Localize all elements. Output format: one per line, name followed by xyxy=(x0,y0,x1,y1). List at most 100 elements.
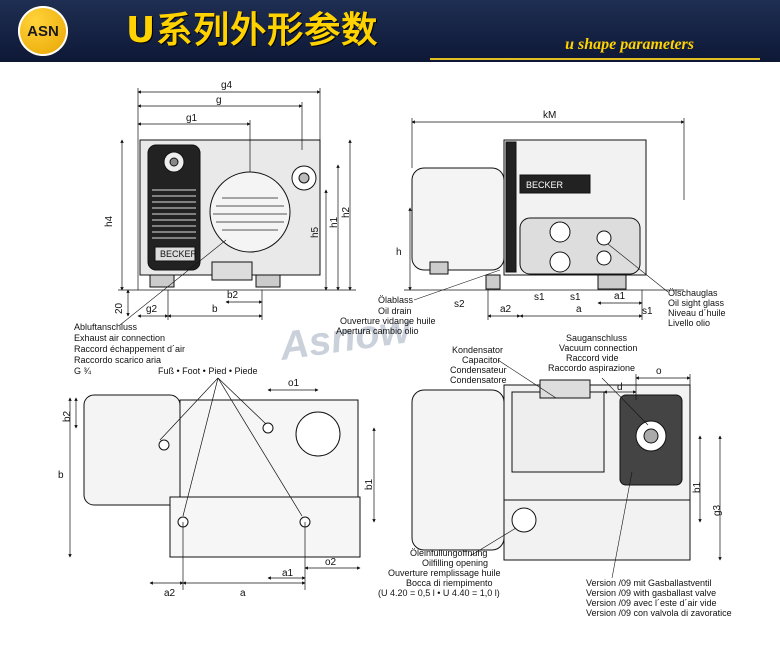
page-title: U系列外形参数 xyxy=(126,10,379,51)
dim-b-bottom: b xyxy=(58,470,64,481)
technical-drawing: Asnow BECKER xyxy=(58,80,732,618)
dim-h1: h1 xyxy=(329,216,340,228)
dim-kM: kM xyxy=(543,110,556,121)
capacitor-de: Kondensator xyxy=(452,345,503,355)
side-brand-band xyxy=(519,174,591,194)
oil-fill-leader xyxy=(469,527,517,557)
fan-grille xyxy=(213,197,287,231)
dim-b1-top: b1 xyxy=(692,481,703,493)
exhaust-label-de: Abluftanschluss xyxy=(74,322,138,332)
front-view: BECKER xyxy=(139,139,321,288)
asn-logo: ASN xyxy=(18,6,68,56)
terminal-cover xyxy=(539,379,591,399)
oil-fill-fr: Ouverture remplissage huile xyxy=(388,568,501,578)
front-view-dimensions xyxy=(118,88,356,320)
side-oil-housing xyxy=(519,217,641,275)
dim-a: a xyxy=(576,304,582,315)
side-view-dimensions xyxy=(404,118,685,320)
dim-b1-bottom: b1 xyxy=(364,478,375,490)
gasballast-it: Version /09 con valvola di zavoratice xyxy=(586,608,732,618)
bottom-pump-lower xyxy=(169,496,361,558)
exhaust-label-en: Exhaust air connection xyxy=(74,333,165,343)
dim-o: o xyxy=(656,366,662,377)
gasballast-de: Version /09 mit Gasballastventil xyxy=(586,578,712,588)
vacuum-fr: Raccord vide xyxy=(566,353,619,363)
side-end-strip xyxy=(505,141,517,273)
oil-sight-de: Ölschauglas xyxy=(668,288,718,298)
top-view-dimensions xyxy=(603,374,722,561)
top-motor xyxy=(411,389,505,551)
dim-s1-mid: s1 xyxy=(570,292,581,303)
capacitor-en: Capacitor xyxy=(462,355,501,365)
oil-drain-leader xyxy=(413,269,501,301)
front-foot-right xyxy=(255,274,281,288)
oil-fill-it: Bocca di riempimento xyxy=(406,578,493,588)
dim-s2: s2 xyxy=(454,299,465,310)
oil-fill-volume: (U 4.20 = 0,5 l • U 4.40 = 1,0 l) xyxy=(378,588,500,598)
capacitor-leader xyxy=(497,359,557,399)
foot-hole-1 xyxy=(158,439,170,451)
oil-drain-en: Oil drain xyxy=(378,306,412,316)
front-foot-left xyxy=(149,274,175,288)
front-oil-cap-center xyxy=(169,157,179,167)
dim-b2-bottom: b2 xyxy=(62,410,73,422)
exhaust-label-thread: G ¾ xyxy=(74,366,92,376)
vacuum-de: Sauganschluss xyxy=(566,333,628,343)
oil-drain-fr: Ouverture vidange huile xyxy=(340,316,436,326)
dim-d: d xyxy=(617,382,623,393)
dim-s1-right: s1 xyxy=(642,306,653,317)
dim-h5: h5 xyxy=(310,226,321,238)
dim-h: h xyxy=(396,247,402,258)
bottom-view xyxy=(83,394,361,558)
oil-sight-leader xyxy=(607,243,669,293)
oil-fill-en: Oilfilling opening xyxy=(422,558,488,568)
bottom-port xyxy=(295,411,341,457)
dim-a1-bottom: a1 xyxy=(282,568,294,579)
top-view xyxy=(411,379,691,561)
oil-fill-port xyxy=(511,507,537,533)
oil-drain-it: Apertura cambio olio xyxy=(336,326,419,336)
front-terminal-box xyxy=(211,261,253,281)
dim-a1: a1 xyxy=(614,291,626,302)
side-brand-label: BECKER xyxy=(526,180,564,190)
header-banner: ASN U系列外形参数 u shape parameters xyxy=(0,0,780,62)
dim-o2: o2 xyxy=(325,557,337,568)
header-underline xyxy=(430,58,760,60)
dim-20: 20 xyxy=(114,302,125,314)
side-oil-plug-top xyxy=(549,221,571,243)
foot-label: Fuß • Foot • Pied • Piede xyxy=(158,366,258,376)
logo-text: ASN xyxy=(27,22,59,40)
vacuum-leader xyxy=(601,377,649,426)
exhaust-label-fr: Raccord échappement d´air xyxy=(74,344,185,354)
gasballast-fr: Version /09 avec l´este d´air vide xyxy=(586,598,717,608)
gasballast-leader xyxy=(611,471,633,579)
page-subtitle: u shape parameters xyxy=(565,36,694,53)
side-motor xyxy=(411,167,505,271)
dim-g1: g1 xyxy=(186,113,198,124)
side-motor-foot xyxy=(429,261,449,275)
dim-o1: o1 xyxy=(288,378,300,389)
oil-sight-glass-2 xyxy=(596,250,612,266)
oil-sight-en: Oil sight glass xyxy=(668,298,725,308)
dim-h4: h4 xyxy=(104,215,115,227)
dim-a-bottom: a xyxy=(240,588,246,599)
front-gasballast-knob xyxy=(298,172,310,184)
vacuum-en: Vacuum connection xyxy=(559,343,637,353)
side-foot-right xyxy=(597,274,627,290)
capacitor-box xyxy=(511,391,605,473)
oil-fill-de: Öleinfüllungöffnung xyxy=(410,548,487,558)
dim-g: g xyxy=(216,95,222,106)
oil-drain-de: Ölablass xyxy=(378,295,414,305)
dim-s1-left: s1 xyxy=(534,292,545,303)
gasballast-en: Version /09 with gasballast valve xyxy=(586,588,716,598)
dim-b2: b2 xyxy=(227,290,239,301)
side-foot-left xyxy=(485,274,501,290)
exhaust-label-it: Raccordo scarico aria xyxy=(74,355,161,365)
exhaust-leader xyxy=(119,239,227,326)
front-brand-plate xyxy=(154,246,196,262)
side-oil-plug-bottom xyxy=(549,251,571,273)
oil-sight-fr: Niveau d´huile xyxy=(668,308,726,318)
front-vent-grille xyxy=(152,189,196,239)
oil-sight-glass-1 xyxy=(596,230,612,246)
